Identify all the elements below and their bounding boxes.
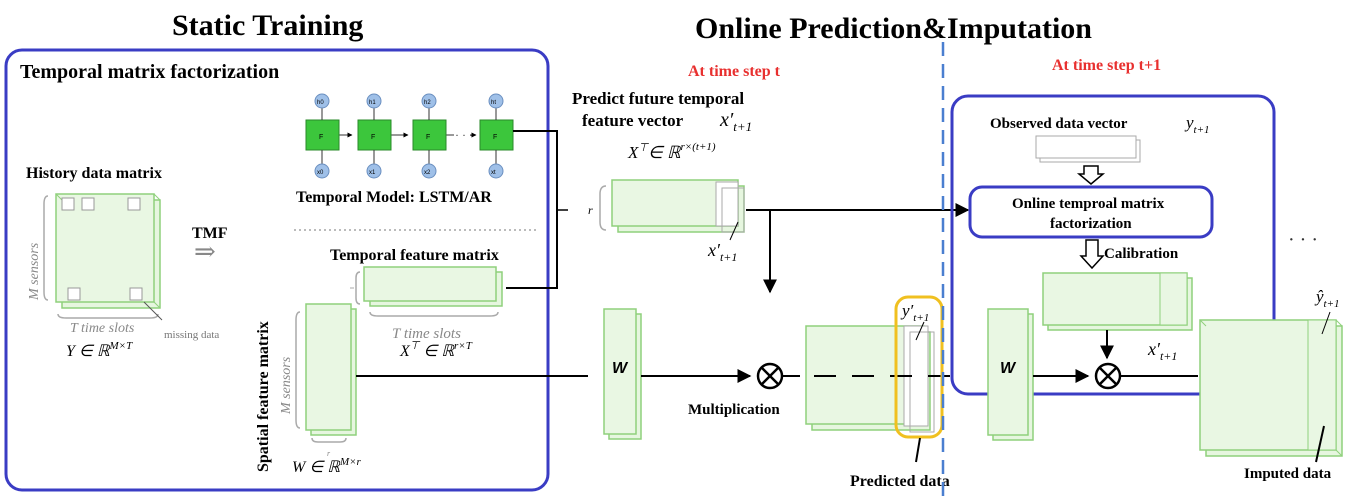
- online-tmf-line2: factorization: [1050, 216, 1132, 232]
- svg-text:h0: h0: [317, 100, 324, 106]
- predict-r-label: r: [588, 203, 593, 217]
- svg-text:x0: x0: [317, 170, 324, 176]
- svg-text:F: F: [319, 134, 323, 141]
- predict-x-below: x′t+1: [707, 240, 737, 264]
- predicted-data-matrix: [805, 325, 935, 433]
- history-data-label: History data matrix: [26, 165, 162, 182]
- observed-y: yt+1: [1184, 113, 1210, 136]
- missing-data-label: missing data: [164, 329, 219, 341]
- lstm-cell-0: F h0 x0: [305, 93, 340, 179]
- observed-label: Observed data vector: [990, 116, 1128, 132]
- observed-down-arrow: [1076, 165, 1106, 185]
- lstm-h-node: [366, 93, 382, 109]
- tmf-label: TMF: [192, 225, 228, 242]
- online-tmf-line1: Online temproal matrix: [1012, 196, 1165, 212]
- svg-text:xt: xt: [491, 170, 496, 176]
- title-static-training: Static Training: [172, 9, 363, 42]
- lstm-x-node: [314, 163, 330, 179]
- imputed-data-matrix: [1199, 319, 1343, 457]
- imputed-data-label: Imputed data: [1244, 466, 1332, 482]
- r-small-label: r: [327, 449, 331, 458]
- lstm-h-node: [488, 93, 504, 109]
- lstm-x-node: [366, 163, 382, 179]
- lstm-cell-t: F ht xt: [479, 93, 514, 179]
- predict-x-hat: x′t+1: [719, 109, 752, 134]
- history-data-matrix: [55, 193, 161, 309]
- online-panel: [950, 94, 1276, 396]
- predicted-temporal-matrix: [611, 179, 745, 233]
- predict-line1: Predict future temporal: [572, 89, 744, 108]
- title-online-prediction: Online Prediction&Imputation: [695, 12, 1092, 45]
- multiplication-node-right: [1094, 362, 1122, 390]
- lstm-h-node: [314, 93, 330, 109]
- w-label-mid: W: [612, 360, 629, 377]
- lstm-dots: · · ·: [455, 128, 473, 142]
- calibration-arrow: [1079, 239, 1105, 270]
- calibration-label: Calibration: [1104, 246, 1179, 262]
- static-training-panel: [4, 48, 550, 492]
- calibrated-temporal-matrix: [1042, 272, 1193, 331]
- predict-xt-formula: X⊤∈ ℝr×(t+1): [627, 141, 716, 162]
- w-label-right: W: [1000, 360, 1017, 377]
- w-matrix-right: [987, 308, 1034, 441]
- svg-text:x1: x1: [369, 170, 376, 176]
- temporal-feature-label: Temporal feature matrix: [330, 247, 499, 264]
- svg-text:F: F: [426, 134, 430, 141]
- predicted-data-label: Predicted data: [850, 473, 950, 490]
- xt-formula: X⊤ ∈ ℝr×T: [399, 340, 473, 360]
- y-formula: Y ∈ ℝM×T: [66, 340, 133, 360]
- svg-text:ht: ht: [491, 100, 496, 106]
- y-hat-label: ŷt+1: [1314, 287, 1340, 310]
- predict-line2: feature vector: [582, 111, 684, 130]
- t-time-slots-label-2: T time slots: [392, 326, 461, 342]
- t-time-slots-label: T time slots: [70, 321, 135, 336]
- online-tmf-box: [968, 185, 1214, 239]
- predicted-highlight: [894, 295, 944, 439]
- observed-vector: [1035, 135, 1141, 163]
- svg-text:F: F: [493, 134, 497, 141]
- temporal-model-label: Temporal Model: LSTM/AR: [296, 189, 492, 206]
- multiplication-label: Multiplication: [688, 402, 780, 418]
- time-step-t-label: At time step t: [688, 63, 781, 80]
- svg-text:h1: h1: [369, 100, 376, 106]
- right-x-label: x′t+1: [1147, 339, 1177, 363]
- svg-text:F: F: [371, 134, 375, 141]
- spatial-feature-label: Spatial feature matrix: [255, 321, 272, 472]
- ellipsis-right: · · ·: [1288, 229, 1318, 251]
- y-pred-label: y′t+1: [900, 301, 929, 324]
- lstm-chain: · · ·: [339, 128, 477, 142]
- svg-text:h2: h2: [424, 100, 431, 106]
- lstm-cell-1: F h1 x1: [357, 93, 392, 179]
- multiplication-node: [756, 362, 784, 390]
- w-formula: W ∈ ℝM×r: [292, 456, 362, 476]
- temporal-feature-matrix: [363, 266, 503, 307]
- lstm-x-node: [488, 163, 504, 179]
- m-sensors-label: M sensors: [27, 242, 42, 301]
- lstm-x-node: [421, 163, 437, 179]
- lstm-h-node: [421, 93, 437, 109]
- time-step-t1-label: At time step t+1: [1052, 57, 1161, 74]
- lstm-cell-2: F h2 x2: [412, 93, 447, 179]
- panel-title-tmf: Temporal matrix factorization: [20, 61, 279, 83]
- tmf-arrow: ⇒: [194, 237, 216, 266]
- w-matrix-mid: [603, 308, 642, 440]
- svg-text:x2: x2: [424, 170, 431, 176]
- spatial-feature-matrix: [305, 303, 357, 436]
- m-sensors-label-2: M sensors: [279, 356, 294, 415]
